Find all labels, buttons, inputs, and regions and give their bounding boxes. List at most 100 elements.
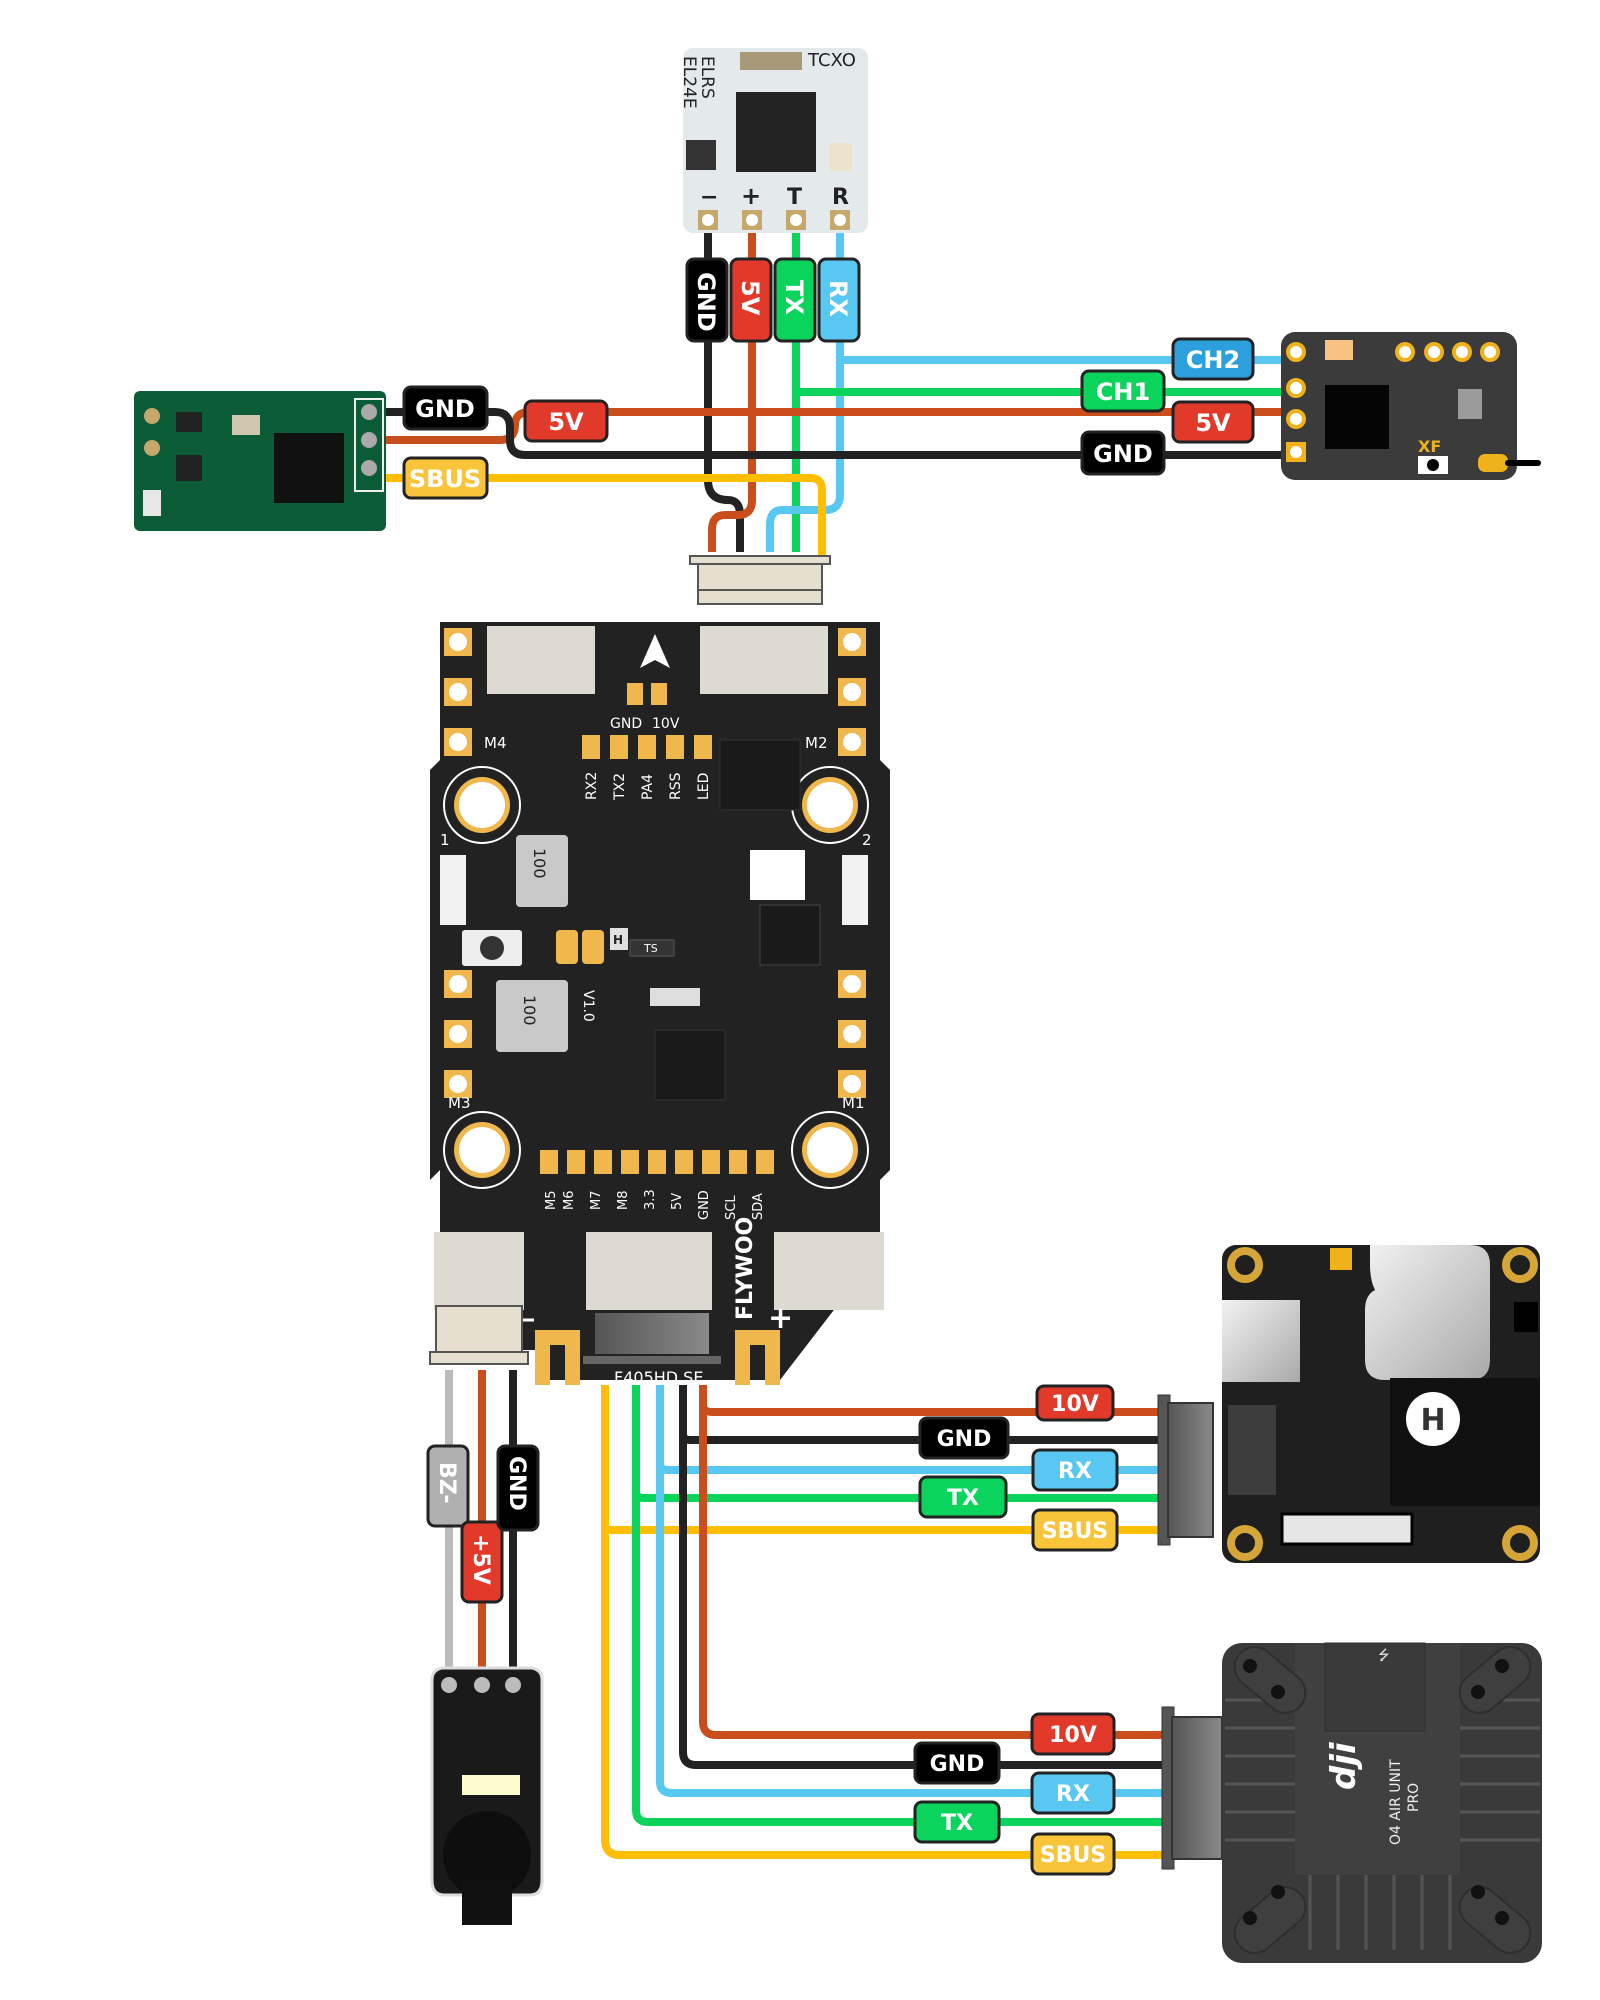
mcu-chip [654,1029,726,1101]
svg-text:100: 100 [520,995,539,1026]
pin-label-vcc: + [741,182,761,210]
svg-text:+5V: +5V [468,1534,493,1585]
antenna-trace [740,52,802,70]
svg-text:CH2: CH2 [1186,346,1240,374]
el24e-label: EL24E [679,56,699,109]
svg-text:M5: M5 [544,1191,559,1211]
tag-pwm-ch1: CH1 [1080,369,1166,413]
buzzer-led [462,1775,520,1795]
elrs-receiver-module: TCXO ELRS EL24E − + T R [679,48,868,233]
pwm-receiver-tags: CH2 CH1 5V GND [1080,337,1255,476]
buzzer [430,1666,544,1925]
ufl-connector-1 [144,408,160,424]
mcu-chip [274,433,344,503]
vtx-bottom-tags: 10V GND RX TX SBUS [913,1712,1116,1876]
motor-label-m2: M2 [805,734,828,752]
pad-label-tx2: TX2 [612,773,628,801]
elrs-pads [698,210,850,230]
fuse-label: H [613,933,623,947]
svg-text:RX: RX [1056,1782,1090,1807]
svg-text:M6: M6 [562,1191,577,1211]
fc-vtx-connector [581,1311,723,1366]
tag-elrs-tx: TX [773,257,817,343]
tag-vtx2-tx: TX [913,1800,1001,1844]
pad-label-gnd: GND [610,716,642,732]
fc-bottom-mid-socket [586,1232,712,1310]
usb-c-port [1222,1300,1300,1382]
wire-vtx2-sbus [601,1385,1162,1859]
brand-label: FLYWOO [733,1217,758,1320]
wire-sbus-rx [380,474,826,558]
pin-label-rx: R [832,185,849,210]
svg-text:3.3: 3.3 [643,1189,658,1210]
motor-pads-left [444,628,472,1098]
svg-text:100: 100 [530,848,549,879]
mounting-holes [443,766,869,1189]
regulator-chip [686,140,716,170]
tag-bz-gnd: GND [496,1444,540,1532]
dji-logo: dji [1324,1741,1364,1790]
svg-text:SCL: SCL [724,1195,739,1220]
sbus-receiver [134,391,386,531]
vtx-top: H [1222,1245,1540,1563]
wires [380,230,1300,1859]
tag-vtx1-tx: TX [918,1475,1008,1519]
motor-label-m3: M3 [448,1094,471,1112]
pin-label-gnd: − [700,185,718,210]
battery-pad-negative [535,1330,580,1385]
wire-elrs-gnd [704,230,744,552]
wire-vtx2-gnd [679,1385,1162,1769]
svg-text:GND: GND [1093,440,1153,468]
svg-text:TX: TX [780,280,808,315]
wire-elrs-5v [708,230,756,552]
svg-text:H: H [1420,1403,1445,1438]
wire-vtx2-10v [699,1385,1162,1739]
fc-buzzer-connector [429,1305,529,1365]
header-outline [354,398,384,492]
pin-label-tx: T [787,185,802,210]
tag-vtx2-gnd: GND [913,1741,1001,1785]
corner-label-2: 2 [862,831,872,849]
tag-elrs-gnd: GND [685,257,729,343]
svg-text:RX: RX [1058,1459,1092,1484]
fc-rx-connector [689,555,831,605]
tag-pwm-gnd: GND [1080,430,1166,476]
rf-shield [1365,1245,1490,1380]
svg-text:GND: GND [692,272,720,332]
wire-gnd-bus [380,408,1300,459]
elrs-wire-tags: GND 5V TX RX [685,257,861,343]
tag-elrs-rx: RX [817,257,861,343]
svg-text:RX: RX [824,280,852,317]
svg-text:5V: 5V [1195,409,1231,437]
pad-label-rss: RSS [668,772,684,800]
svg-text:CH1: CH1 [1096,378,1150,406]
corner-label-1: 1 [440,831,450,849]
vtx-bottom-connector [1161,1706,1223,1870]
tag-pwm-5v: 5V [1171,400,1255,444]
crystal [830,143,852,171]
vtx-top-tags: 10V GND RX TX SBUS [918,1384,1119,1552]
pad-label-pa4: PA4 [640,774,656,800]
svg-text:TX: TX [947,1486,979,1511]
svg-text:10V: 10V [1051,1392,1099,1417]
inductor-top: 100 [516,835,568,907]
svg-text:5V: 5V [670,1193,685,1210]
svg-text:GND: GND [930,1752,985,1777]
pad-label-rx2: RX2 [584,772,600,800]
gyro-chip [759,904,821,966]
svg-text:GND: GND [937,1427,992,1452]
tag-vtx1-gnd: GND [918,1416,1010,1460]
tag-pwm-ch2: CH2 [1171,337,1255,381]
fc-top-left-socket [487,626,595,694]
sbus-receiver-tags: GND 5V SBUS [402,385,609,500]
svg-text:M7: M7 [589,1191,604,1211]
usb-icon: ⭍ [1378,1648,1390,1664]
battery-pad-positive [735,1330,780,1385]
fc-bottom-right-socket [774,1232,884,1310]
svg-text:SBUS: SBUS [1040,1843,1106,1868]
motor-label-m4: M4 [484,734,507,752]
wire-vtx2-rx [656,1385,1162,1797]
mosfet-chip [719,739,801,811]
antenna-ufl [1330,1248,1352,1270]
